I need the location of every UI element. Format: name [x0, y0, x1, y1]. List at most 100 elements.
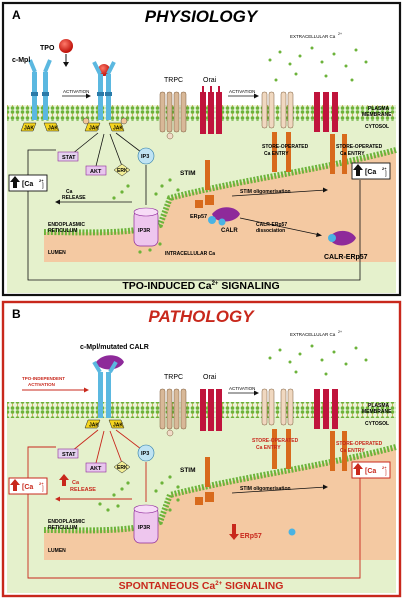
c-mpl-mutated-calr-label: c-Mpl/mutated CALR	[80, 344, 149, 351]
extracellular-ca-dots	[268, 46, 368, 82]
jak-left-label: JAK	[24, 126, 34, 132]
activation-b-label: ACTIVATION	[229, 386, 255, 391]
stat-label: STAT	[62, 155, 76, 161]
akt-box	[85, 165, 107, 176]
stat-box-b	[57, 448, 79, 459]
ip3r-channel-icon	[133, 207, 159, 247]
ca-left-label: [Ca	[22, 181, 33, 188]
extracellular-ca-dots-b	[268, 344, 368, 376]
ip3r-b-label: IP3R	[138, 525, 150, 531]
trpc-b-label: TRPC	[164, 374, 183, 381]
akt-b-label: AKT	[90, 466, 102, 472]
akt-label: AKT	[90, 169, 102, 175]
intracellular-ca-label: INTRACELLULAR Ca	[165, 251, 215, 257]
soce-right-label-2: Ca ENTRY	[340, 151, 365, 157]
ca-release-b-label-2: RELEASE	[70, 487, 96, 493]
jak-icon	[20, 122, 60, 132]
ip3-label: IP3	[141, 154, 149, 160]
dissociation-label: CALR-ERp57	[256, 222, 287, 228]
release-up-icon	[59, 474, 69, 486]
panel-b-letter: B	[12, 307, 21, 321]
jak-b-left-label: JAK	[89, 423, 99, 429]
panel-a: A PHYSIOLOGY TPO c-Mpl JAK JAK A	[1, 1, 402, 297]
svg-text:]: ]	[385, 171, 387, 177]
jak-b-right-label: JAK	[113, 423, 123, 429]
lumen-b-label: LUMEN	[48, 548, 66, 554]
erp57-down-icon	[229, 524, 239, 540]
stim-oligomerisation-b-label: STIM oligomerisation	[240, 486, 291, 492]
er-lumen	[44, 150, 396, 262]
svg-text:]: ]	[385, 470, 387, 476]
soce-right-label: STORE-OPERATED	[336, 144, 383, 150]
ca-release-b-label: Ca	[72, 480, 80, 486]
jak-active-left-label: JAK	[89, 126, 99, 132]
jak-right-label: JAK	[48, 126, 58, 132]
cytosolic-ca-dots	[112, 178, 180, 254]
er-b-label-2: RETICULUM	[48, 525, 77, 531]
er-label: ENDOPLASMIC	[48, 222, 85, 228]
cytosolic-ca-right-b	[351, 461, 391, 479]
activation-label-1: ACTIVATION	[63, 89, 89, 94]
signal-arrows-b	[71, 429, 142, 464]
tpo-independent-label-2: ACTIVATION	[28, 382, 55, 387]
ip3-b-icon	[137, 444, 155, 462]
panel-a-title: PHYSIOLOGY	[145, 7, 259, 26]
ip3r-label: IP3R	[138, 228, 150, 234]
calr-erp57-complex-label: CALR-ERp57	[324, 254, 368, 261]
stim-label: STIM	[180, 170, 196, 177]
plasma-label: PLASMA	[368, 106, 390, 112]
c-mpl-label: c-Mpl	[12, 57, 30, 64]
c-mpl-receptor-active-icon	[82, 61, 128, 132]
soce-mid-b-label-2: Ca ENTRY	[256, 445, 281, 451]
calr-erp57-free-icon	[328, 230, 356, 246]
c-mpl-mutated-calr-icon	[84, 355, 125, 429]
erp57-label: ERp57	[190, 214, 207, 220]
ca-release-label: Ca	[66, 189, 73, 195]
orai-channel-icon	[200, 86, 222, 134]
cytosol-label: CYTOSOL	[365, 124, 389, 130]
trpc-label: TRPC	[164, 77, 183, 84]
extracellular-ca-b-label: EXTRACELLULAR Ca	[290, 332, 336, 337]
stat-b-label: STAT	[62, 452, 76, 458]
activated-channel-complex-b-icon	[261, 388, 347, 471]
soce-right-b-label-2: Ca ENTRY	[340, 448, 365, 454]
cytosolic-ca-right	[351, 162, 391, 180]
ip3r-b-channel-icon	[133, 504, 159, 544]
trpc-channel-icon	[159, 91, 187, 140]
ip3-icon	[137, 147, 155, 165]
cytosolic-ca-dots-b	[98, 475, 180, 512]
tpo-label: TPO	[40, 45, 55, 52]
activated-channel-complex-icon	[261, 91, 347, 174]
ca-right-label: [Ca	[365, 169, 376, 176]
svg-text:]: ]	[42, 486, 44, 492]
svg-text:2+: 2+	[39, 178, 44, 183]
ca-left-b-label: [Ca	[22, 484, 33, 491]
jak-active-right-label: JAK	[113, 126, 123, 132]
signal-arrows	[71, 132, 142, 167]
stim-b-icon	[195, 457, 214, 505]
c-mpl-receptor-inactive-icon	[28, 59, 52, 120]
orai-label: Orai	[203, 77, 217, 84]
svg-text:]: ]	[42, 183, 44, 189]
svg-text:2+: 2+	[39, 481, 44, 486]
ca-right-b-label: [Ca	[365, 468, 376, 475]
erk-b-icon	[113, 460, 131, 474]
panel-b-title: PATHOLOGY	[148, 307, 255, 326]
soce-right-b-label: STORE-OPERATED	[336, 441, 383, 447]
er-b-label: ENDOPLASMIC	[48, 519, 85, 525]
panel-a-footer: TPO-INDUCED Ca2+ SIGNALING	[122, 280, 279, 292]
panel-b-footer: SPONTANEOUS Ca2+ SIGNALING	[119, 580, 284, 592]
stim-icon	[195, 160, 214, 208]
orai-b-label: Orai	[203, 374, 217, 381]
activation-label-2: ACTIVATION	[229, 89, 255, 94]
calr-erp57-icon	[208, 207, 240, 226]
erp57-b-label: ERp57	[240, 533, 262, 540]
er-label-2: RETICULUM	[48, 228, 77, 234]
soce-mid-b-label: STORE-OPERATED	[252, 438, 299, 444]
akt-box-b	[85, 462, 107, 473]
soce-mid-label: STORE-OPERATED	[262, 144, 309, 150]
erk-icon	[113, 163, 131, 177]
dissociation-label-2: dissociation	[256, 228, 285, 234]
soce-mid-label-2: Ca ENTRY	[264, 151, 289, 157]
